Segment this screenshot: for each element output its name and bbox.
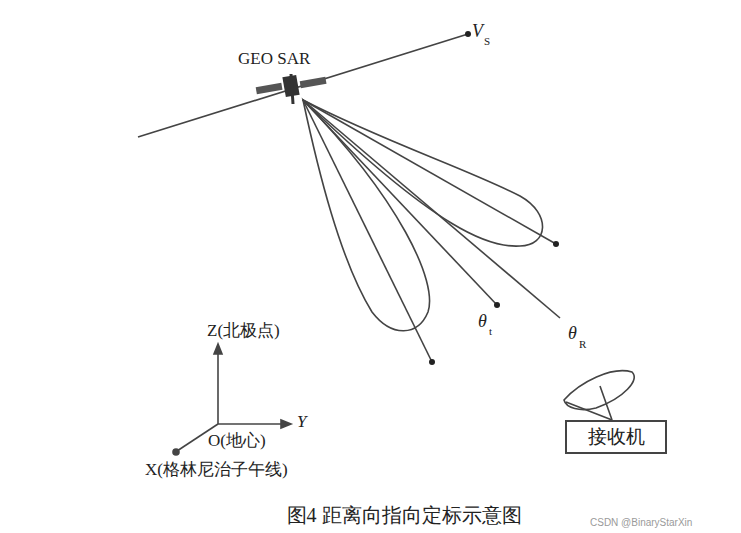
beam-axis [303, 100, 432, 362]
axis-label: Z(北极点) [207, 322, 280, 341]
receiver-dish [564, 371, 634, 420]
node-text: 接收机 [588, 427, 645, 448]
axis-label: X(格林尼治子午线) [145, 461, 288, 480]
line-end-dot [465, 31, 471, 37]
subscript: t [489, 325, 492, 337]
watermark: CSDN @BinaryStarXin [590, 517, 692, 528]
coordinate-axes [173, 344, 291, 455]
line-end-dot [553, 241, 559, 247]
velocity-symbol: V [472, 22, 483, 42]
angle-symbol: θ [568, 324, 577, 344]
axis-label: O(地心) [208, 432, 266, 451]
figure-caption: 图4 距离向指向定标示意图 [287, 504, 522, 526]
receiver-box: 接收机 [565, 420, 667, 454]
axis-label: Y [297, 413, 306, 432]
subscript: S [484, 35, 490, 47]
satellite-icon [256, 74, 327, 104]
velocity-line [138, 34, 468, 137]
line-end-dot [429, 359, 435, 365]
line-end-dot [494, 302, 500, 308]
theta-t-line [303, 100, 497, 305]
angle-symbol: θ [478, 312, 487, 332]
antenna-lobe [303, 100, 430, 331]
theta-r-line [303, 100, 560, 318]
satellite-label: GEO SAR [238, 50, 310, 69]
subscript: R [579, 338, 586, 350]
beam-axis [303, 100, 556, 244]
